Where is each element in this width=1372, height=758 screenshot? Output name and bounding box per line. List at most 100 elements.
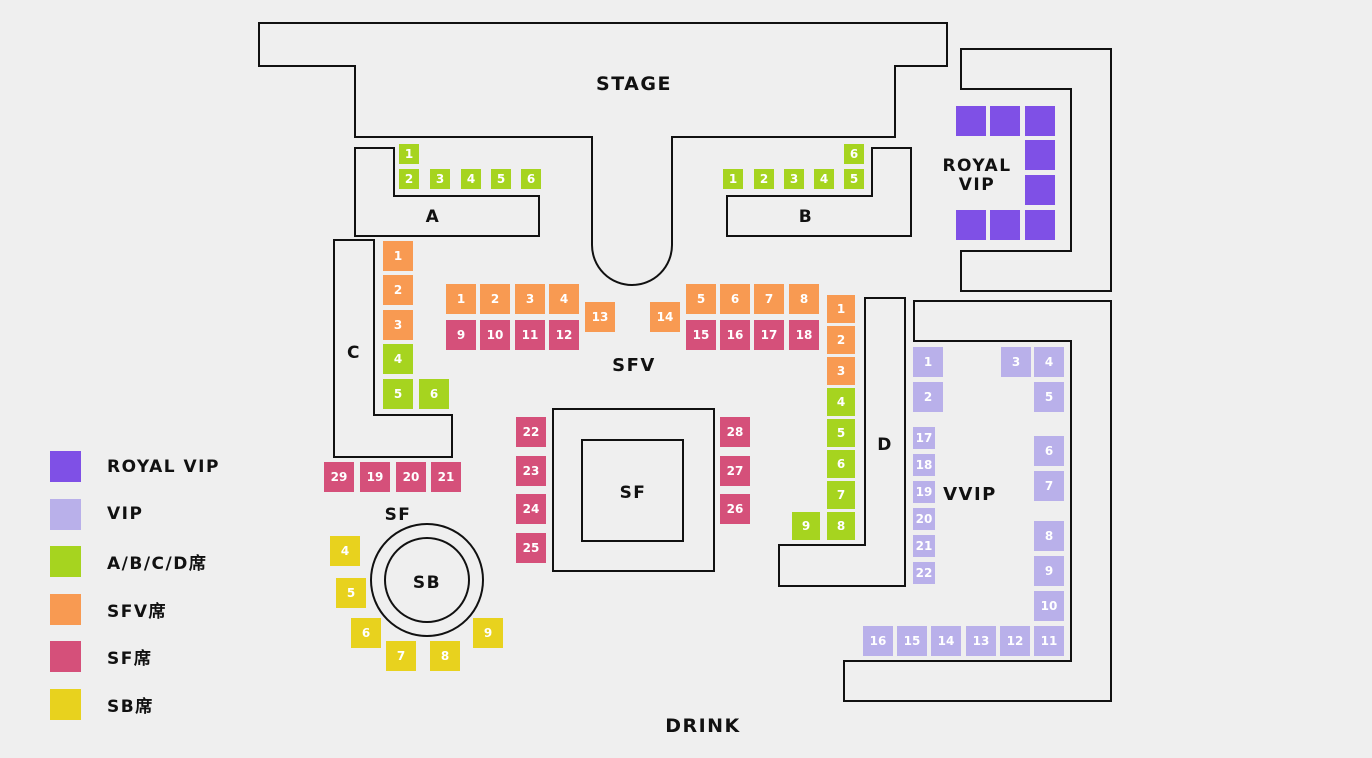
seat-vvip-10[interactable]: 10 bbox=[1034, 591, 1064, 621]
seat-b-6[interactable]: 6 bbox=[844, 144, 864, 164]
seat-vvip-16[interactable]: 16 bbox=[863, 626, 893, 656]
seat-sfv-1[interactable]: 1 bbox=[446, 284, 476, 314]
seat-b-3[interactable]: 3 bbox=[784, 169, 804, 189]
seat-sf-21[interactable]: 21 bbox=[431, 462, 461, 492]
seat-a-3[interactable]: 3 bbox=[430, 169, 450, 189]
seat-royal-vip-3[interactable] bbox=[1025, 140, 1055, 170]
seat-sfv-8[interactable]: 8 bbox=[789, 284, 819, 314]
seat-sf-20[interactable]: 20 bbox=[396, 462, 426, 492]
seat-royal-vip-1[interactable] bbox=[990, 106, 1020, 136]
seat-sb-4[interactable]: 4 bbox=[330, 536, 360, 566]
seat-c-3[interactable]: 3 bbox=[383, 310, 413, 340]
seat-vvip-6[interactable]: 6 bbox=[1034, 436, 1064, 466]
seat-number: 20 bbox=[916, 512, 933, 526]
seat-box bbox=[827, 357, 855, 385]
seat-vvip-1[interactable]: 1 bbox=[913, 347, 943, 377]
seat-a-2[interactable]: 2 bbox=[399, 169, 419, 189]
seat-a-6[interactable]: 6 bbox=[521, 169, 541, 189]
seat-sb-9[interactable]: 9 bbox=[473, 618, 503, 648]
seat-royal-vip-2[interactable] bbox=[1025, 106, 1055, 136]
seat-royal-vip-4[interactable] bbox=[1025, 175, 1055, 205]
seat-sfv-2[interactable]: 2 bbox=[480, 284, 510, 314]
seat-sfv-10[interactable]: 10 bbox=[480, 320, 510, 350]
seat-a-4[interactable]: 4 bbox=[461, 169, 481, 189]
seat-vvip-4[interactable]: 4 bbox=[1034, 347, 1064, 377]
seat-d-1[interactable]: 1 bbox=[827, 295, 855, 323]
seat-vvip-12[interactable]: 12 bbox=[1000, 626, 1030, 656]
seat-b-1[interactable]: 1 bbox=[723, 169, 743, 189]
seat-c-6[interactable]: 6 bbox=[419, 379, 449, 409]
seat-a-5[interactable]: 5 bbox=[491, 169, 511, 189]
seat-vvip-11[interactable]: 11 bbox=[1034, 626, 1064, 656]
seat-vvip-2[interactable]: 2 bbox=[913, 382, 943, 412]
seat-sfv-16[interactable]: 16 bbox=[720, 320, 750, 350]
seat-vvip-9[interactable]: 9 bbox=[1034, 556, 1064, 586]
seat-vvip-13[interactable]: 13 bbox=[966, 626, 996, 656]
seat-sb-8[interactable]: 8 bbox=[430, 641, 460, 671]
seat-sf-29[interactable]: 29 bbox=[324, 462, 354, 492]
seat-sf-27[interactable]: 27 bbox=[720, 456, 750, 486]
seat-sfv-13[interactable]: 13 bbox=[585, 302, 615, 332]
seat-vvip-21[interactable]: 21 bbox=[913, 535, 935, 557]
seat-sfv-18[interactable]: 18 bbox=[789, 320, 819, 350]
seat-b-4[interactable]: 4 bbox=[814, 169, 834, 189]
seat-a-1[interactable]: 1 bbox=[399, 144, 419, 164]
seat-sfv-14[interactable]: 14 bbox=[650, 302, 680, 332]
seat-c-2[interactable]: 2 bbox=[383, 275, 413, 305]
seat-royal-vip-6[interactable] bbox=[990, 210, 1020, 240]
seat-sf-26[interactable]: 26 bbox=[720, 494, 750, 524]
seat-vvip-8[interactable]: 8 bbox=[1034, 521, 1064, 551]
seat-sfv-5[interactable]: 5 bbox=[686, 284, 716, 314]
seat-sfv-15[interactable]: 15 bbox=[686, 320, 716, 350]
seat-sfv-6[interactable]: 6 bbox=[720, 284, 750, 314]
seat-box bbox=[1034, 436, 1064, 466]
seat-d-2[interactable]: 2 bbox=[827, 326, 855, 354]
seat-sb-6[interactable]: 6 bbox=[351, 618, 381, 648]
seat-sb-7[interactable]: 7 bbox=[386, 641, 416, 671]
seat-d-7[interactable]: 7 bbox=[827, 481, 855, 509]
seat-vvip-17[interactable]: 17 bbox=[913, 427, 935, 449]
seat-vvip-22[interactable]: 22 bbox=[913, 562, 935, 584]
seat-sfv-11[interactable]: 11 bbox=[515, 320, 545, 350]
seat-sfv-7[interactable]: 7 bbox=[754, 284, 784, 314]
seat-sf-28[interactable]: 28 bbox=[720, 417, 750, 447]
seat-c-5[interactable]: 5 bbox=[383, 379, 413, 409]
seat-c-1[interactable]: 1 bbox=[383, 241, 413, 271]
seat-sfv-3[interactable]: 3 bbox=[515, 284, 545, 314]
seat-sf-25[interactable]: 25 bbox=[516, 533, 546, 563]
seat-royal-vip-7[interactable] bbox=[1025, 210, 1055, 240]
seat-d-3[interactable]: 3 bbox=[827, 357, 855, 385]
seat-vvip-14[interactable]: 14 bbox=[931, 626, 961, 656]
seat-sfv-4[interactable]: 4 bbox=[549, 284, 579, 314]
seat-c-4[interactable]: 4 bbox=[383, 344, 413, 374]
seat-sfv-9[interactable]: 9 bbox=[446, 320, 476, 350]
seat-box bbox=[446, 320, 476, 350]
seat-sb-5[interactable]: 5 bbox=[336, 578, 366, 608]
seat-d-8[interactable]: 8 bbox=[827, 512, 855, 540]
seat-vvip-18[interactable]: 18 bbox=[913, 454, 935, 476]
seat-sfv-17[interactable]: 17 bbox=[754, 320, 784, 350]
seat-d-6[interactable]: 6 bbox=[827, 450, 855, 478]
seat-box bbox=[913, 535, 935, 557]
seat-sfv-12[interactable]: 12 bbox=[549, 320, 579, 350]
seat-royal-vip-0[interactable] bbox=[956, 106, 986, 136]
seat-box bbox=[956, 106, 986, 136]
seat-d-9[interactable]: 9 bbox=[792, 512, 820, 540]
seat-vvip-3[interactable]: 3 bbox=[1001, 347, 1031, 377]
seat-b-2[interactable]: 2 bbox=[754, 169, 774, 189]
seat-number: 22 bbox=[523, 425, 540, 439]
seat-vvip-19[interactable]: 19 bbox=[913, 481, 935, 503]
seat-number: 4 bbox=[394, 352, 402, 366]
seat-sf-19[interactable]: 19 bbox=[360, 462, 390, 492]
seat-vvip-7[interactable]: 7 bbox=[1034, 471, 1064, 501]
seat-sf-24[interactable]: 24 bbox=[516, 494, 546, 524]
seat-sf-23[interactable]: 23 bbox=[516, 456, 546, 486]
seat-vvip-5[interactable]: 5 bbox=[1034, 382, 1064, 412]
seat-sf-22[interactable]: 22 bbox=[516, 417, 546, 447]
seat-vvip-20[interactable]: 20 bbox=[913, 508, 935, 530]
seat-d-4[interactable]: 4 bbox=[827, 388, 855, 416]
seat-royal-vip-5[interactable] bbox=[956, 210, 986, 240]
seat-d-5[interactable]: 5 bbox=[827, 419, 855, 447]
seat-b-5[interactable]: 5 bbox=[844, 169, 864, 189]
seat-vvip-15[interactable]: 15 bbox=[897, 626, 927, 656]
